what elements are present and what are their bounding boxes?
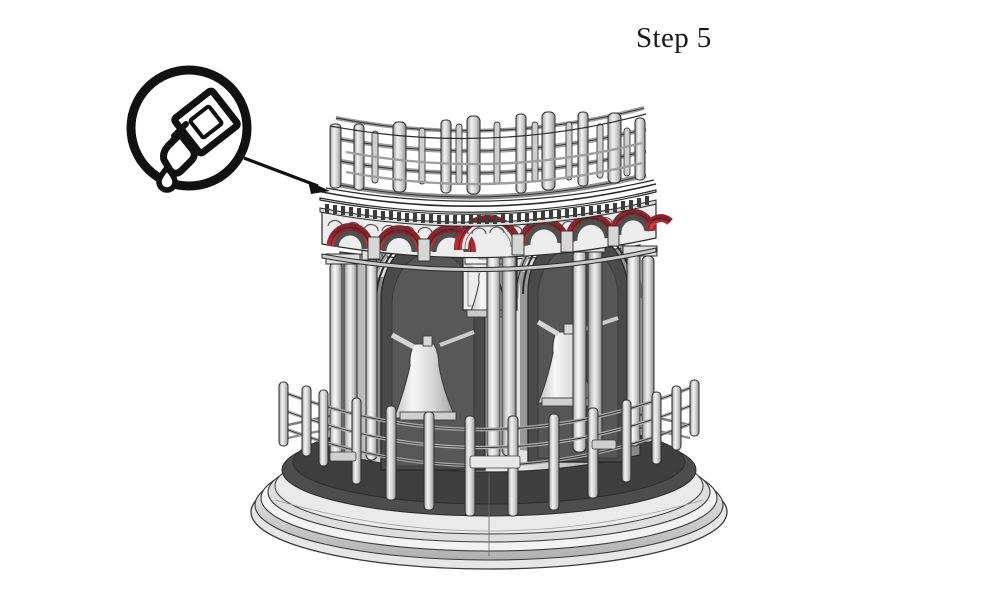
glue-bottle-icon (126, 65, 252, 193)
glue-pointer-arrow (243, 156, 330, 194)
top-railing (325, 106, 655, 202)
cornice-band (319, 183, 657, 235)
arcade-arch (644, 214, 673, 230)
terrace-railing (278, 379, 700, 517)
page-title: Step 5 (636, 22, 712, 54)
